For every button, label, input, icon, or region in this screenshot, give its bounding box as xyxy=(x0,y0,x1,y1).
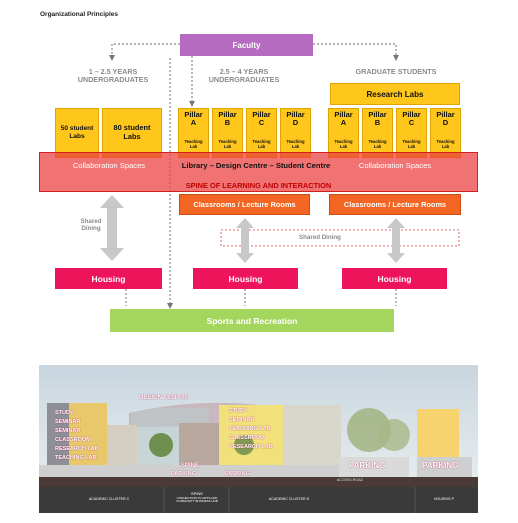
spine-building-label: SPINE xyxy=(181,463,200,469)
graduate-pillar-c: Pillar C Teaching Lab xyxy=(396,108,427,158)
footer-cluster-c: ACADEMIC CLUSTER C xyxy=(88,497,130,501)
footer-housing-p: HOUSING P xyxy=(433,497,455,501)
footer-spine: SPINE CONNECTION TO ARTS AND COMMUNITY B… xyxy=(167,491,227,504)
housing-left: Housing xyxy=(55,268,162,289)
pillar-name: Pillar A xyxy=(334,110,353,127)
research-labs-box: Research Labs xyxy=(330,83,460,105)
pillar-name: Pillar A xyxy=(184,110,203,127)
campus-section-rendering: DESIGN CENTRE STUDY SEMINAR SEMINAR CLASSRO… xyxy=(39,365,478,513)
rendering-graphic xyxy=(39,365,478,513)
pillar-name: Pillar B xyxy=(368,110,387,127)
floor-label: CLASSROOM xyxy=(55,437,91,443)
spine-band xyxy=(39,152,478,192)
library-design-centre-label: Library – Design Centre – Student Centre xyxy=(181,161,331,170)
pillar-name: Pillar D xyxy=(286,110,305,127)
footer-spine-title: SPINE xyxy=(190,491,203,496)
group-label-undergrad-1: 1 – 2.5 YEARS UNDERGRADUATES xyxy=(77,67,149,85)
parking-label-1: PARKING xyxy=(171,471,196,477)
group-label-graduate: GRADUATE STUDENTS xyxy=(355,67,437,76)
group-label-undergrad-2: 2.5 – 4 YEARS UNDERGRADUATES xyxy=(208,67,280,85)
footer-cluster-d: ACADEMIC CLUSTER D xyxy=(268,497,310,501)
floor-label: SEMINAR xyxy=(229,417,255,423)
design-centre-label: DESIGN CENTRE xyxy=(139,395,189,401)
floor-label: RESEARCH LAB xyxy=(229,444,273,450)
housing-mid: Housing xyxy=(193,268,298,289)
graduate-pillar-a: Pillar A Teaching Lab xyxy=(328,108,359,158)
shared-dining-center-label: Shared Dining xyxy=(299,234,341,241)
pillar-name: Pillar D xyxy=(436,110,455,127)
shared-dining-left-label: Shared Dining xyxy=(80,218,102,233)
floor-label: SEMINAR xyxy=(55,428,81,434)
classrooms-right: Classrooms / Lecture Rooms xyxy=(329,194,461,215)
graduate-pillar-b: Pillar B Teaching Lab xyxy=(362,108,393,158)
classrooms-mid: Classrooms / Lecture Rooms xyxy=(179,194,310,215)
footer-spine-sub: CONNECTION TO ARTS AND COMMUNITY BUSINES… xyxy=(176,495,218,504)
dining-arrow-right xyxy=(387,218,405,263)
pillar-teaching-lab: Teaching Lab xyxy=(252,138,271,149)
pillar-name: Pillar B xyxy=(218,110,237,127)
pillar-teaching-lab: Teaching Lab xyxy=(218,138,237,149)
housing-right: Housing xyxy=(342,268,447,289)
floor-label: CLASSROOM xyxy=(229,435,265,441)
pillar-teaching-lab: Teaching Lab xyxy=(402,138,421,149)
dining-arrow-left xyxy=(100,195,124,261)
floor-label: TEACHING LAB xyxy=(55,455,97,461)
spine-label: SPINE OF LEARNING AND INTERACTION xyxy=(185,181,332,190)
undergrad-pillar-c: Pillar C Teaching Lab xyxy=(246,108,277,158)
pillar-teaching-lab: Teaching Lab xyxy=(184,138,203,149)
floor-label: STUDY xyxy=(229,408,248,414)
diagram-title: Organizational Principles xyxy=(40,11,119,18)
lab-50-student: 50 student Labs xyxy=(55,108,99,158)
parking-label-2: PARKING xyxy=(225,471,250,477)
floor-label: SEMINAR xyxy=(55,419,81,425)
pillar-teaching-lab: Teaching Lab xyxy=(334,138,353,149)
faculty-box: Faculty xyxy=(180,34,313,56)
connector-lines xyxy=(100,43,460,309)
floor-label: TEACHING LAB xyxy=(229,426,271,432)
graduate-pillar-d: Pillar D Teaching Lab xyxy=(430,108,461,158)
undergrad-pillar-a: Pillar A Teaching Lab xyxy=(178,108,209,158)
dining-arrow-mid xyxy=(236,218,254,263)
parking-label-4: PARKING xyxy=(422,461,459,470)
pillar-teaching-lab: Teaching Lab xyxy=(368,138,387,149)
collab-spaces-right: Collaboration Spaces xyxy=(358,161,432,170)
floor-label: STUDY xyxy=(55,410,74,416)
undergrad-pillar-d: Pillar D Teaching Lab xyxy=(280,108,311,158)
pillar-teaching-lab: Teaching Lab xyxy=(436,138,455,149)
pillar-name: Pillar C xyxy=(402,110,421,127)
parking-label-3: PARKING xyxy=(349,461,386,470)
pillar-teaching-lab: Teaching Lab xyxy=(286,138,305,149)
sports-recreation-box: Sports and Recreation xyxy=(110,309,394,332)
collab-spaces-left: Collaboration Spaces xyxy=(72,161,146,170)
cluster-c-floor-labels: STUDY SEMINAR SEMINAR CLASSROOM RESEARCH LAB… xyxy=(55,409,99,463)
pillar-name: Pillar C xyxy=(252,110,271,127)
cluster-d-floor-labels: STUDY SEMINAR TEACHING LAB CLASSROOM RESEARC… xyxy=(229,407,273,452)
lab-80-student: 80 student Labs xyxy=(102,108,162,158)
faculty-to-graduate-line xyxy=(313,43,399,61)
undergrad-pillar-b: Pillar B Teaching Lab xyxy=(212,108,243,158)
floor-label: RESEARCH LAB xyxy=(55,446,99,452)
access-road-label: ACCESS ROAD xyxy=(336,478,364,482)
faculty-to-undergrad1-line xyxy=(109,43,180,61)
